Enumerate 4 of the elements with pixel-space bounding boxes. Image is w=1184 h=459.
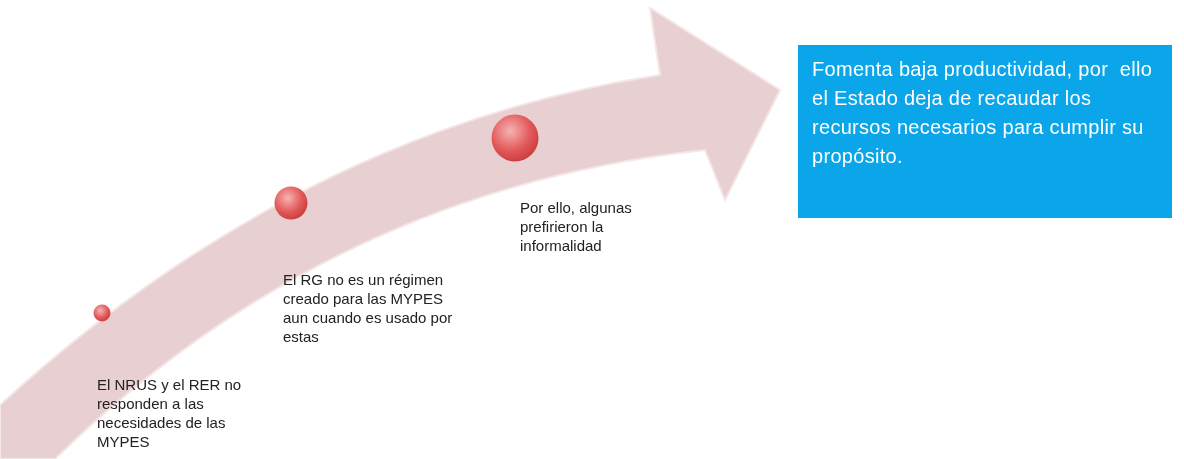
description-text: El NRUS y el RER no responden a las necesidades de las MYPES [97, 375, 243, 451]
description-text: Por ello, algunas prefirieron la informalidad [520, 198, 633, 255]
highlight-box: Fomenta baja productividad, por ello el Estado deja de recaudar los recursos necesarios para cumplir su propósito. [798, 45, 1172, 218]
description-text: El RG no es un régimen creado para las MYPES aun cuando es usado por estas [283, 270, 453, 346]
